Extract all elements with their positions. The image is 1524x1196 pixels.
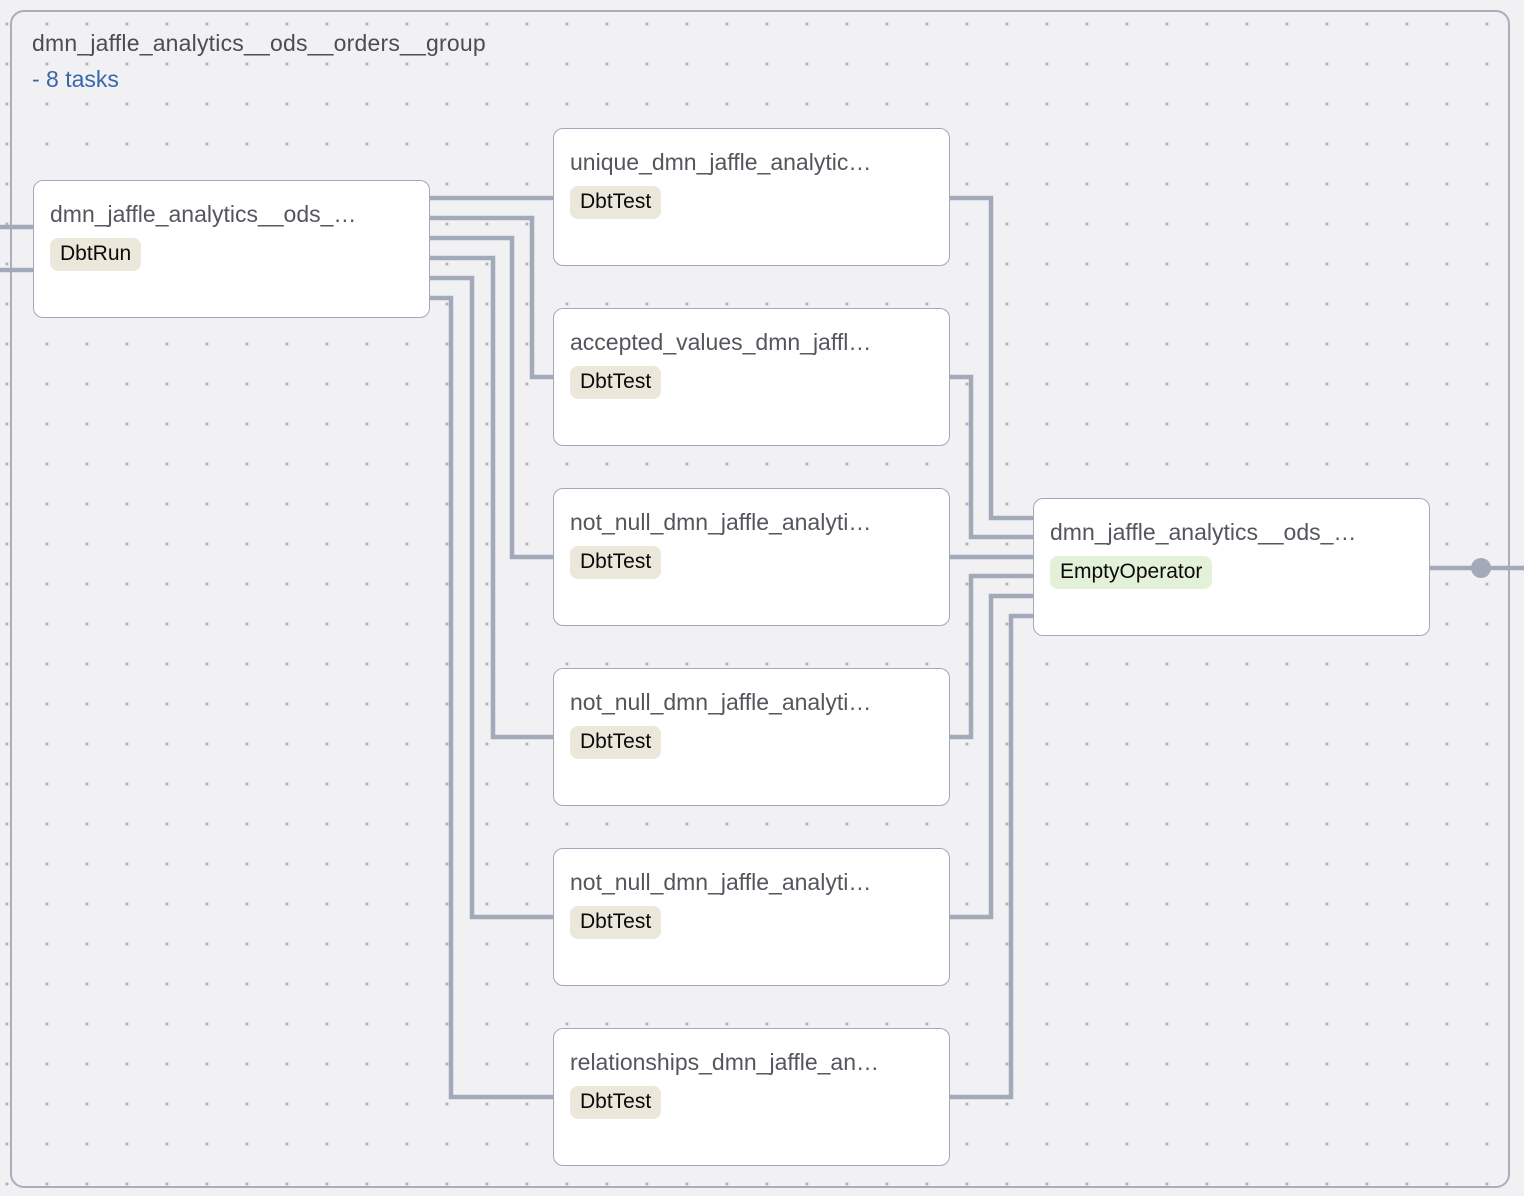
task-node-not-null-test-3[interactable]: not_null_dmn_jaffle_analyti… DbtTest xyxy=(553,848,950,986)
task-group-title: dmn_jaffle_analytics__ods__orders__group xyxy=(32,30,486,56)
dag-edge xyxy=(430,255,553,740)
task-node-not-null-test-1[interactable]: not_null_dmn_jaffle_analyti… DbtTest xyxy=(553,488,950,626)
task-title: accepted_values_dmn_jaffl… xyxy=(570,329,872,355)
task-title: relationships_dmn_jaffle_an… xyxy=(570,1049,879,1075)
operator-badge: DbtTest xyxy=(570,186,662,219)
task-node-accepted-values-test[interactable]: accepted_values_dmn_jaffl… DbtTest xyxy=(553,308,950,446)
dag-edge xyxy=(950,573,1033,740)
task-group-collapse-link[interactable]: - 8 tasks xyxy=(32,66,119,92)
dag-edge xyxy=(430,275,553,920)
dag-edge xyxy=(430,235,553,560)
operator-badge: DbtRun xyxy=(50,238,142,271)
operator-badge: DbtTest xyxy=(570,546,662,579)
task-title: dmn_jaffle_analytics__ods_… xyxy=(50,201,357,227)
task-group-header: dmn_jaffle_analytics__ods__orders__group… xyxy=(32,30,486,93)
task-node-empty-operator[interactable]: dmn_jaffle_analytics__ods_… EmptyOperato… xyxy=(1033,498,1430,636)
group-join-dot xyxy=(1471,558,1491,578)
dag-edge xyxy=(950,374,1033,540)
task-title: not_null_dmn_jaffle_analyti… xyxy=(570,689,872,715)
task-title: unique_dmn_jaffle_analytic… xyxy=(570,149,872,175)
task-node-relationships-test[interactable]: relationships_dmn_jaffle_an… DbtTest xyxy=(553,1028,950,1166)
dag-edge xyxy=(950,593,1033,920)
task-node-dbt-run[interactable]: dmn_jaffle_analytics__ods_… DbtRun xyxy=(33,180,430,318)
dag-edge xyxy=(950,195,1033,521)
operator-badge: DbtTest xyxy=(570,906,662,939)
operator-badge: EmptyOperator xyxy=(1050,556,1213,589)
operator-badge: DbtTest xyxy=(570,726,662,759)
dag-edge xyxy=(430,295,553,1100)
dag-edge xyxy=(430,215,553,380)
dag-edge xyxy=(950,613,1033,1100)
task-group-container[interactable]: dmn_jaffle_analytics__ods__orders__group… xyxy=(10,10,1510,1188)
task-node-not-null-test-2[interactable]: not_null_dmn_jaffle_analyti… DbtTest xyxy=(553,668,950,806)
task-title: not_null_dmn_jaffle_analyti… xyxy=(570,869,872,895)
task-node-unique-test[interactable]: unique_dmn_jaffle_analytic… DbtTest xyxy=(553,128,950,266)
task-title: not_null_dmn_jaffle_analyti… xyxy=(570,509,872,535)
task-title: dmn_jaffle_analytics__ods_… xyxy=(1050,519,1357,545)
operator-badge: DbtTest xyxy=(570,366,662,399)
operator-badge: DbtTest xyxy=(570,1086,662,1119)
